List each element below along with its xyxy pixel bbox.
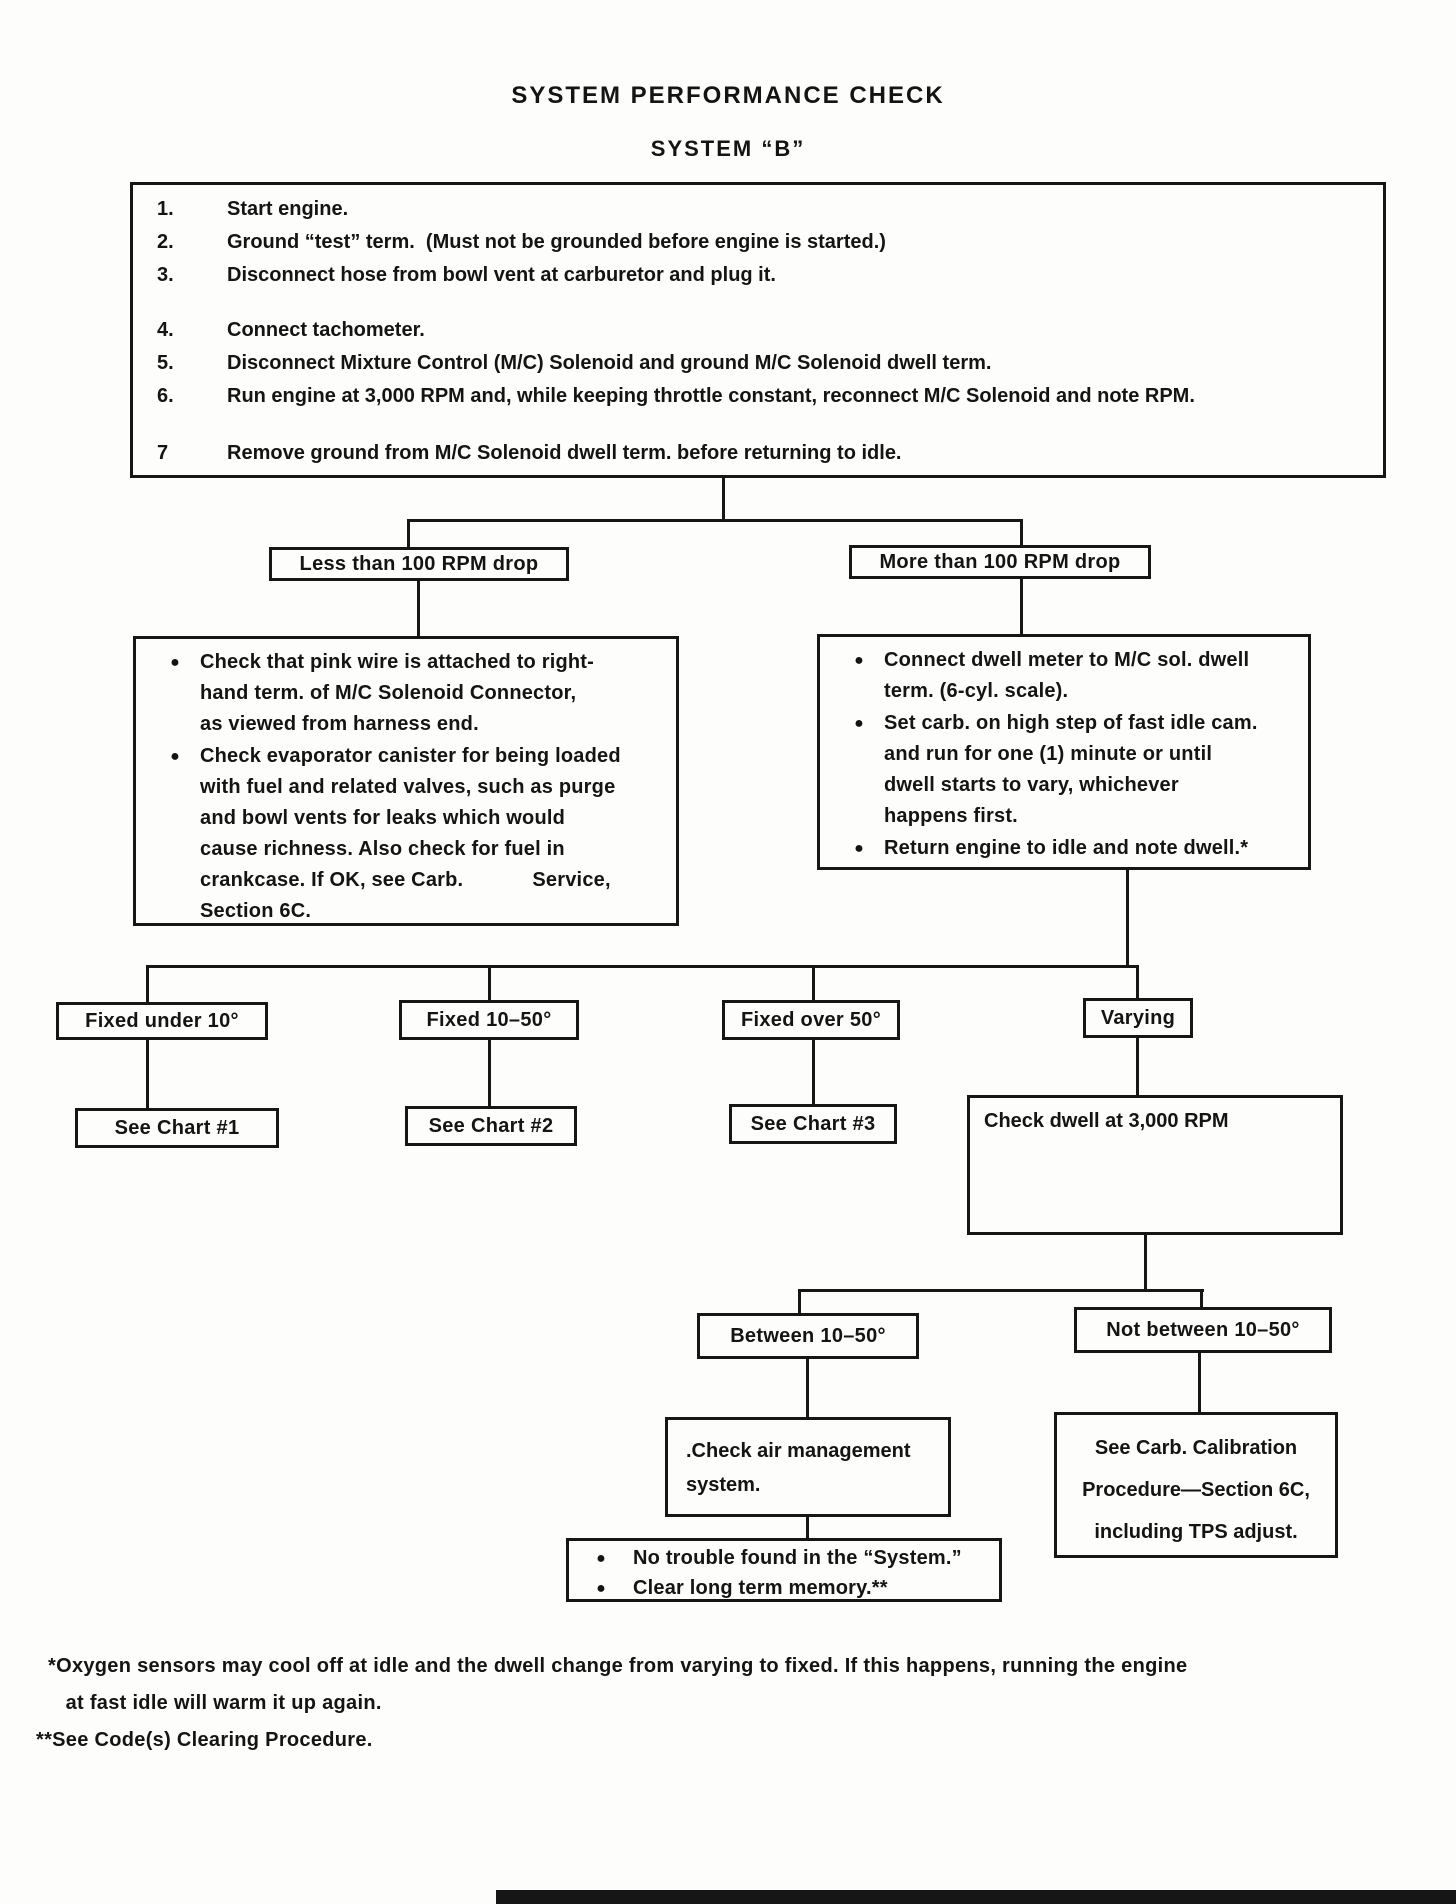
less-branch-detail-box: ● Check that pink wire is attached to ri… xyxy=(133,636,679,926)
connector-line xyxy=(1136,965,1139,998)
step-number: 4. xyxy=(157,319,174,341)
result-item: ● No trouble found in the “System.” xyxy=(569,1544,999,1573)
step-row: 4. Connect tachometer. xyxy=(157,319,1363,352)
checklist-text: Set carb. on high step of fast idle cam.… xyxy=(884,712,1258,827)
between-10-50-node: Between 10–50° xyxy=(697,1313,919,1359)
connector-line xyxy=(1200,1289,1203,1309)
outcome-fixed-under-10: Fixed under 10° xyxy=(56,1002,268,1040)
step-number: 5. xyxy=(157,352,174,374)
bullet-icon: ● xyxy=(854,652,864,669)
no-trouble-box: ● No trouble found in the “System.” ● Cl… xyxy=(566,1538,1002,1602)
footnote-code-clearing: **See Code(s) Clearing Procedure. xyxy=(36,1729,373,1751)
step-row: 3. Disconnect hose from bowl vent at car… xyxy=(157,264,1363,297)
connector-line xyxy=(146,1040,149,1108)
step-number: 6. xyxy=(157,385,174,407)
air-management-box: .Check air management system. xyxy=(665,1417,951,1517)
check-dwell-box: Check dwell at 3,000 RPM xyxy=(967,1095,1343,1235)
page-subtitle: SYSTEM “B” xyxy=(650,136,806,161)
carb-calibration-box: See Carb. Calibration Procedure—Section … xyxy=(1054,1412,1338,1558)
checklist-text: Return engine to idle and note dwell.* xyxy=(884,837,1249,859)
more-branch-detail-box: ● Connect dwell meter to M/C sol. dwell … xyxy=(817,634,1311,870)
scan-artifact-bar xyxy=(496,1890,1456,1904)
connector-line xyxy=(798,1289,801,1315)
step-text: Remove ground from M/C Solenoid dwell te… xyxy=(227,442,902,464)
connector-line xyxy=(146,965,149,1002)
step-text: Run engine at 3,000 RPM and, while keepi… xyxy=(227,385,1195,407)
see-chart-1: See Chart #1 xyxy=(75,1108,279,1148)
connector-line xyxy=(488,1040,491,1106)
bullet-icon: ● xyxy=(596,1580,606,1597)
connector-line xyxy=(146,965,1139,968)
step-text: Disconnect Mixture Control (M/C) Solenoi… xyxy=(227,352,992,374)
branch-less-label: Less than 100 RPM drop xyxy=(269,547,569,581)
connector-line xyxy=(806,1359,809,1417)
see-chart-2: See Chart #2 xyxy=(405,1106,577,1146)
connector-line xyxy=(1198,1353,1201,1412)
connector-line xyxy=(1136,1038,1139,1095)
step-text: Connect tachometer. xyxy=(227,319,425,341)
checklist-item: ● Return engine to idle and note dwell.* xyxy=(834,833,1298,864)
checklist-item: ● Set carb. on high step of fast idle ca… xyxy=(834,708,1298,832)
connector-line xyxy=(798,1289,1204,1292)
outcome-fixed-over-50: Fixed over 50° xyxy=(722,1000,900,1040)
step-number: 3. xyxy=(157,264,174,286)
result-text: No trouble found in the “System.” xyxy=(633,1547,962,1569)
checklist-item: ● Check evaporator canister for being lo… xyxy=(150,741,666,927)
result-item: ● Clear long term memory.** xyxy=(569,1574,999,1603)
checklist-item: ● Check that pink wire is attached to ri… xyxy=(150,647,666,740)
connector-line xyxy=(812,965,815,1000)
step-row: 7 Remove ground from M/C Solenoid dwell … xyxy=(157,442,1363,475)
checklist-text: Check that pink wire is attached to righ… xyxy=(200,651,595,735)
step-row: 1. Start engine. xyxy=(157,198,1363,231)
step-text: Disconnect hose from bowl vent at carbur… xyxy=(227,264,776,286)
connector-line xyxy=(417,581,420,636)
connector-line xyxy=(407,519,1023,522)
connector-line xyxy=(722,478,725,522)
step-row: 5. Disconnect Mixture Control (M/C) Sole… xyxy=(157,352,1363,385)
connector-line xyxy=(806,1517,809,1538)
connector-line xyxy=(812,1040,815,1104)
step-text: Start engine. xyxy=(227,198,349,220)
page-title: SYSTEM PERFORMANCE CHECK xyxy=(511,82,945,109)
connector-line xyxy=(1020,579,1023,634)
bullet-icon: ● xyxy=(170,654,180,671)
bullet-icon: ● xyxy=(596,1550,606,1567)
checklist-item: ● Connect dwell meter to M/C sol. dwell … xyxy=(834,645,1298,707)
result-text: Clear long term memory.** xyxy=(633,1577,888,1599)
connector-line xyxy=(488,965,491,1000)
connector-line xyxy=(1020,519,1023,547)
step-number: 7 xyxy=(157,442,169,464)
bullet-icon: ● xyxy=(854,715,864,732)
bullet-icon: ● xyxy=(170,748,180,765)
not-between-10-50-node: Not between 10–50° xyxy=(1074,1307,1332,1353)
see-chart-3: See Chart #3 xyxy=(729,1104,897,1144)
branch-more-label: More than 100 RPM drop xyxy=(849,545,1151,579)
outcome-fixed-10-50: Fixed 10–50° xyxy=(399,1000,579,1040)
bullet-icon: ● xyxy=(854,840,864,857)
step-text: Ground “test” term. (Must not be grounde… xyxy=(227,231,886,253)
connector-line xyxy=(1144,1235,1147,1292)
checklist-text: Connect dwell meter to M/C sol. dwell te… xyxy=(884,649,1250,702)
connector-line xyxy=(1126,868,1129,968)
step-number: 1. xyxy=(157,198,174,220)
outcome-varying: Varying xyxy=(1083,998,1193,1038)
footnote-oxygen-sensors: *Oxygen sensors may cool off at idle and… xyxy=(48,1655,1188,1714)
step-row: 6. Run engine at 3,000 RPM and, while ke… xyxy=(157,385,1363,418)
step-row: 2. Ground “test” term. (Must not be grou… xyxy=(157,231,1363,264)
procedure-steps-box: 1. Start engine. 2. Ground “test” term. … xyxy=(130,182,1386,478)
connector-line xyxy=(407,519,410,549)
checklist-text: Check evaporator canister for being load… xyxy=(200,745,621,922)
step-number: 2. xyxy=(157,231,174,253)
